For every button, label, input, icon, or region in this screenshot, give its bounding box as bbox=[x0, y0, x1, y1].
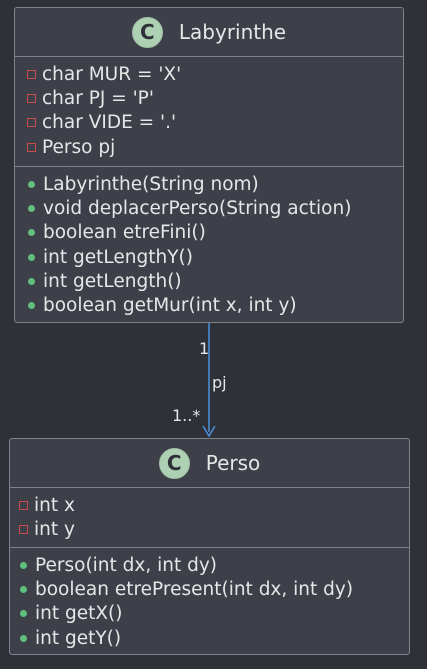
class-labyrinthe[interactable]: C Labyrinthe char MUR = 'X' char PJ = 'P… bbox=[14, 7, 404, 323]
private-icon bbox=[27, 142, 36, 152]
class-name: Labyrinthe bbox=[178, 20, 287, 44]
methods-section: Labyrinthe(String nom) void deplacerPers… bbox=[15, 167, 403, 318]
public-icon bbox=[28, 229, 35, 237]
private-icon bbox=[27, 69, 36, 79]
method-row: Labyrinthe(String nom) bbox=[27, 172, 403, 196]
method-row: int getY() bbox=[19, 626, 409, 650]
private-icon bbox=[27, 93, 36, 103]
method-text: int getX() bbox=[35, 603, 123, 625]
method-text: boolean etreFini() bbox=[43, 222, 206, 244]
field-text: int y bbox=[34, 518, 75, 540]
source-multiplicity: 1 bbox=[199, 339, 210, 358]
class-c-icon: C bbox=[131, 16, 163, 48]
public-icon bbox=[28, 277, 35, 285]
public-icon bbox=[28, 302, 35, 310]
public-icon bbox=[20, 561, 27, 569]
class-header: C Perso bbox=[10, 439, 409, 488]
private-icon bbox=[19, 500, 28, 510]
association-arrowhead bbox=[202, 425, 216, 438]
method-text: int getLength() bbox=[43, 270, 182, 292]
field-text: char PJ = 'P' bbox=[42, 87, 154, 109]
method-text: int getY() bbox=[35, 627, 122, 649]
method-row: int getX() bbox=[19, 602, 409, 626]
method-row: boolean etreFini() bbox=[27, 221, 403, 245]
field-text: char VIDE = '.' bbox=[42, 112, 177, 134]
public-icon bbox=[28, 204, 35, 212]
field-row: Perso pj bbox=[27, 135, 403, 159]
class-name: Perso bbox=[205, 451, 261, 475]
public-icon bbox=[28, 253, 35, 261]
private-icon bbox=[19, 524, 28, 534]
class-perso[interactable]: C Perso int x int y Perso(int dx, int dy… bbox=[9, 438, 410, 655]
field-row: int x bbox=[19, 493, 409, 517]
method-row: int getLength() bbox=[27, 269, 403, 293]
public-icon bbox=[20, 610, 27, 618]
methods-section: Perso(int dx, int dy) boolean etrePresen… bbox=[10, 548, 409, 650]
field-row: int y bbox=[19, 517, 409, 541]
association-role: pj bbox=[212, 373, 227, 392]
fields-section: int x int y bbox=[10, 488, 409, 548]
method-row: void deplacerPerso(String action) bbox=[27, 196, 403, 220]
method-row: boolean getMur(int x, int y) bbox=[27, 293, 403, 317]
field-row: char VIDE = '.' bbox=[27, 111, 403, 135]
public-icon bbox=[28, 180, 35, 188]
method-text: boolean etrePresent(int dx, int dy) bbox=[35, 578, 354, 600]
method-text: boolean getMur(int x, int y) bbox=[43, 295, 297, 317]
private-icon bbox=[27, 118, 36, 128]
method-text: int getLengthY() bbox=[43, 246, 193, 268]
method-row: Perso(int dx, int dy) bbox=[19, 553, 409, 577]
field-text: int x bbox=[34, 494, 75, 516]
field-row: char MUR = 'X' bbox=[27, 62, 403, 86]
public-icon bbox=[20, 585, 27, 593]
method-row: boolean etrePresent(int dx, int dy) bbox=[19, 577, 409, 601]
field-text: char MUR = 'X' bbox=[42, 63, 182, 85]
target-multiplicity: 1..* bbox=[172, 406, 201, 425]
field-row: char PJ = 'P' bbox=[27, 86, 403, 110]
fields-section: char MUR = 'X' char PJ = 'P' char VIDE =… bbox=[15, 57, 403, 167]
method-text: void deplacerPerso(String action) bbox=[43, 197, 352, 219]
method-text: Perso(int dx, int dy) bbox=[35, 554, 218, 576]
field-text: Perso pj bbox=[42, 136, 116, 158]
class-header: C Labyrinthe bbox=[15, 8, 403, 57]
public-icon bbox=[20, 634, 27, 642]
method-text: Labyrinthe(String nom) bbox=[43, 173, 259, 195]
method-row: int getLengthY() bbox=[27, 245, 403, 269]
class-c-icon: C bbox=[158, 447, 190, 479]
